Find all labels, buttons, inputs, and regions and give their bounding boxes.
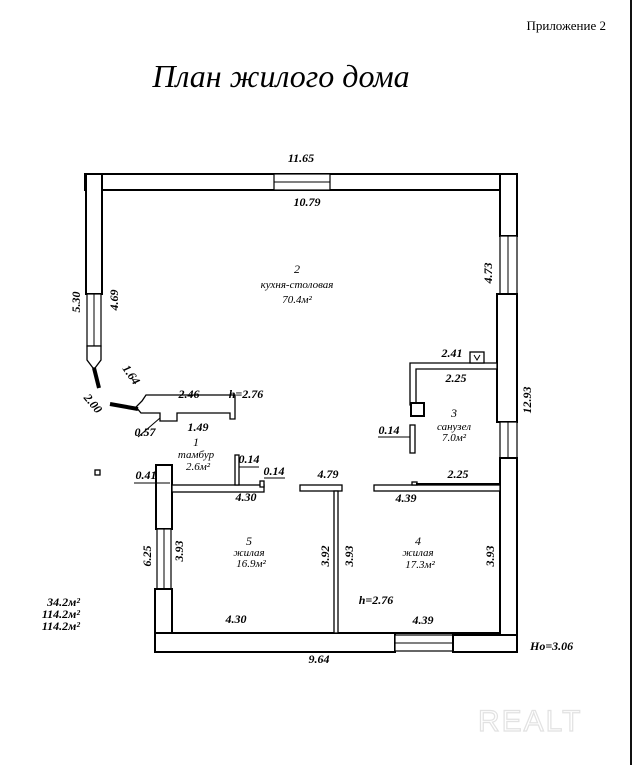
marker-square <box>94 469 101 476</box>
summary-line-3: 114.2м² <box>42 619 81 633</box>
partition-room5-room4 <box>333 490 339 634</box>
dim-right-outer: 12.93 <box>520 387 534 414</box>
room-5-number: 5 <box>246 534 252 548</box>
room-1-label: 1 тамбур 2.6м² <box>178 435 215 473</box>
dim-total-height: Ho=3.06 <box>529 639 573 653</box>
partition-room5-top <box>171 484 265 493</box>
room-2-area: 70.4м² <box>282 294 312 306</box>
dim-partition-439-top: 4.39 <box>395 491 417 505</box>
room-5-name: жилая <box>233 547 264 559</box>
dim-vestibule-bottom: 1.49 <box>188 420 209 434</box>
dim-wall-014-b: 0.14 <box>264 464 285 478</box>
outer-walls <box>84 173 518 653</box>
dim-right-upper: 4.73 <box>481 263 495 285</box>
page-edge <box>630 0 632 765</box>
dim-bottom-outer: 9.64 <box>309 652 330 666</box>
dim-room4-left: 3.93 <box>342 546 356 568</box>
wall-right-top <box>499 173 518 237</box>
wall-bottom-left <box>154 632 396 653</box>
room-3-label: 3 санузел 7.0м² <box>437 406 471 444</box>
appendix-label: Приложение 2 <box>526 18 606 33</box>
dim-bedroom-height: h=2.76 <box>359 593 394 607</box>
watermark-logo: REALT <box>478 705 582 738</box>
room-4-name: жилая <box>402 547 433 559</box>
partition-stub-014 <box>234 454 240 486</box>
room-3-number: 3 <box>450 406 457 420</box>
dimension-labels: 11.65 10.79 5.30 4.69 4.73 12.93 1.64 2.… <box>69 151 573 666</box>
dim-left-outer: 5.30 <box>69 292 83 313</box>
room-2-number: 2 <box>294 262 300 276</box>
dim-top-outer: 11.65 <box>288 151 314 165</box>
dim-bath-top-inner: 2.25 <box>445 371 467 385</box>
partition-walls <box>171 351 501 634</box>
door-swing-vestibule <box>109 402 139 411</box>
bath-wall-left-lower <box>409 424 416 454</box>
dim-left-lower-outer: 6.25 <box>140 546 154 567</box>
wall-bottom-right <box>452 634 518 653</box>
room-4-area: 17.3м² <box>405 559 435 571</box>
room-2-name: кухня-столовая <box>261 279 334 291</box>
dim-bath-bottom: 2.25 <box>447 467 469 481</box>
room-2-label: 2 кухня-столовая 70.4м² <box>261 262 334 306</box>
vestibule-wall <box>135 394 236 422</box>
room-3-area: 7.0м² <box>442 432 467 444</box>
partition-stub-014b <box>259 480 265 488</box>
dim-room5-right: 3.92 <box>318 546 332 568</box>
vestibule-walls <box>94 394 236 476</box>
dim-top-inner: 10.79 <box>294 195 321 209</box>
page-title: План жилого дома <box>152 58 410 94</box>
summary-line-2: 114.2м² <box>42 607 81 621</box>
room-4-label: 4 жилая 17.3м² <box>402 534 435 571</box>
room-1-name: тамбур <box>178 449 215 461</box>
sink-fixture <box>469 351 485 364</box>
dim-room5-bottom: 4.30 <box>225 612 247 626</box>
dim-wall-014-a: 0.14 <box>239 452 260 466</box>
dim-partition-479: 4.79 <box>317 467 339 481</box>
room-5-label: 5 жилая 16.9м² <box>233 534 266 570</box>
area-summary: 34.2м² 114.2м² 114.2м² <box>42 595 81 633</box>
wall-left-lower-top <box>155 464 173 530</box>
room-1-number: 1 <box>193 435 199 449</box>
partition-room4-top <box>373 484 501 492</box>
dim-wall-014-c: 0.14 <box>379 423 400 437</box>
door-swing-left <box>92 367 101 389</box>
dim-room4-bottom: 4.39 <box>412 613 434 627</box>
dim-vestibule-top: 2.46 <box>178 387 200 401</box>
dim-diag-2: 2.00 <box>80 390 105 416</box>
dim-diag-1: 1.64 <box>120 362 144 387</box>
partition-479 <box>299 484 343 492</box>
dim-room5-left: 3.93 <box>172 541 186 563</box>
wall-left-end <box>86 345 102 369</box>
dim-partition-430-top: 4.30 <box>235 490 257 504</box>
dim-left-inner: 4.69 <box>107 290 121 312</box>
dim-vestibule-left: 0.57 <box>135 425 157 439</box>
summary-line-1: 34.2м² <box>46 595 80 609</box>
wall-right-middle <box>496 293 518 423</box>
leader-lines <box>134 436 410 484</box>
room-4-number: 4 <box>415 534 421 548</box>
room-3-name: санузел <box>437 421 471 433</box>
dim-wall-041: 0.41 <box>136 468 157 482</box>
room-1-area: 2.6м² <box>186 461 211 473</box>
dim-bath-top-outer: 2.41 <box>441 346 463 360</box>
dim-room4-right: 3.93 <box>483 546 497 568</box>
bath-fixture <box>410 402 425 417</box>
wall-left-upper <box>85 173 103 295</box>
dim-vestibule-height: h=2.76 <box>229 387 264 401</box>
room-5-area: 16.9м² <box>236 558 266 570</box>
wall-right-lower <box>499 457 518 653</box>
